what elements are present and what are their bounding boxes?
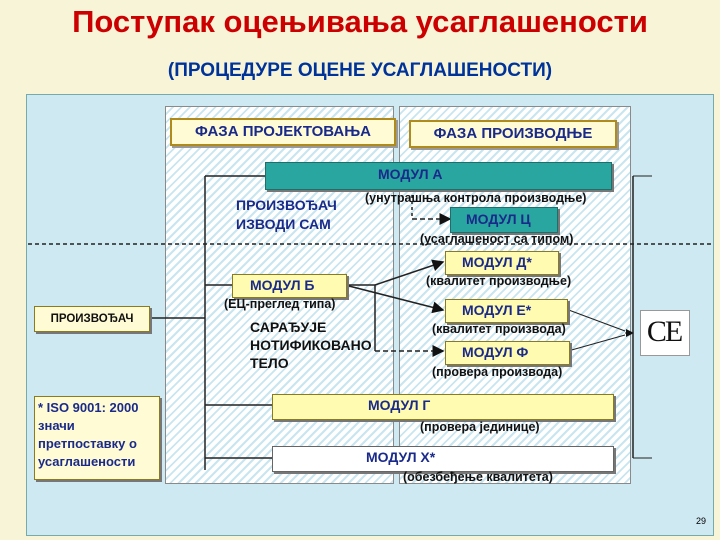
module-d-box <box>445 251 559 275</box>
module-g-box <box>272 394 614 420</box>
module-d-desc: (квалитет производње) <box>426 274 572 288</box>
module-f-label: МОДУЛ Ф <box>462 344 529 360</box>
module-e-desc: (квалитет производа) <box>432 322 566 336</box>
manufacturer-self-text: ПРОИЗВОЂАЧ ИЗВОДИ САМ <box>236 197 337 232</box>
iso-note-box <box>34 396 160 480</box>
module-f-desc: (провера производа) <box>432 365 563 379</box>
module-b-box <box>232 274 347 298</box>
module-f-box <box>445 341 570 365</box>
module-g-label: МОДУЛ Г <box>368 397 431 413</box>
page-number: 29 <box>695 516 706 526</box>
manufacturer-box: ПРОИЗВОЂАЧ <box>34 306 150 332</box>
module-h-label: МОДУЛ Х* <box>366 449 436 465</box>
module-h-desc: (обезбеђење квалитета) <box>403 470 553 484</box>
module-a-desc: (унутрашња контрола производње) <box>365 191 587 205</box>
module-a-label: МОДУЛ А <box>378 166 443 182</box>
module-e-box <box>445 299 568 323</box>
iso-note-text: * ISO 9001: 2000 значи претпоставку о ус… <box>38 400 139 469</box>
module-c-label: МОДУЛ Ц <box>466 211 531 227</box>
ce-mark: CE <box>646 315 683 348</box>
page-title: Поступак оцењивања усаглашености <box>72 4 648 39</box>
design-phase-header: ФАЗА ПРОЈЕКТОВАЊА <box>170 118 396 146</box>
module-h-box <box>272 446 614 472</box>
page-subtitle: (ПРОЦЕДУРЕ ОЦЕНЕ УСАГЛАШЕНОСТИ) <box>167 60 553 81</box>
module-c-desc: (усаглашеност са типом) <box>420 232 574 246</box>
notified-body-text: САРАЂУЈЕ НОТИФИКОВАНО ТЕЛО <box>250 319 372 371</box>
module-a-box <box>265 162 612 190</box>
ce-mark-box <box>640 310 690 356</box>
production-phase-header: ФАЗА ПРОИЗВОДЊЕ <box>409 120 617 148</box>
module-b-desc: (ЕЦ-преглед типа) <box>224 297 336 311</box>
module-d-label: МОДУЛ Д* <box>462 254 532 270</box>
module-b-label: МОДУЛ Б <box>250 277 315 293</box>
module-e-label: МОДУЛ Е* <box>462 302 532 318</box>
module-c-box <box>450 207 558 233</box>
module-g-desc: (провера јединице) <box>420 420 540 434</box>
